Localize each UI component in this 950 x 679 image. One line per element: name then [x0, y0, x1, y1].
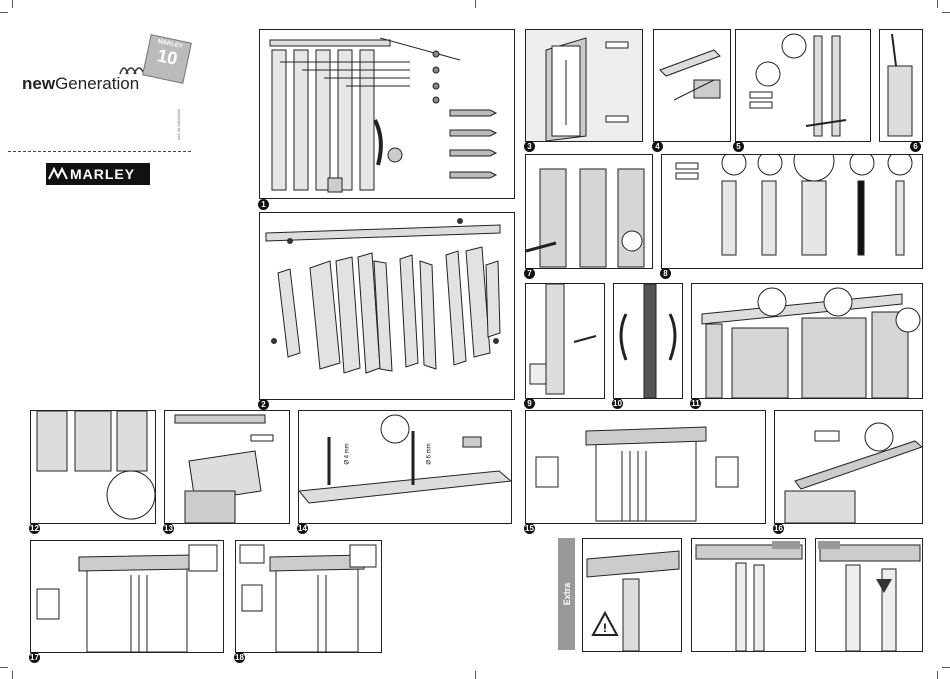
step-number: 17 — [29, 652, 40, 663]
extra-panel-mount — [815, 538, 923, 652]
floor-profile-drawing — [526, 284, 604, 398]
panel-step-14: Ø 4 mm Ø 6 mm — [298, 410, 512, 524]
article-code: ### ## ######## — [176, 109, 181, 140]
step-number: 15 — [524, 523, 535, 534]
hang-panels-drawing — [692, 284, 922, 398]
panel-step-9 — [525, 283, 605, 399]
anniversary-badge: MARLEY 10 — [142, 34, 192, 84]
crop-mark — [12, 671, 13, 679]
panel-step-7 — [525, 154, 653, 269]
crop-mark — [475, 671, 476, 679]
step-number: 2 — [258, 399, 269, 410]
drill-size-b: Ø 6 mm — [427, 443, 433, 464]
step-number: 1 — [258, 199, 269, 210]
step-number: 9 — [524, 398, 535, 409]
frame-install-right-drawing — [236, 541, 381, 652]
svg-text:!: ! — [603, 621, 607, 635]
rail-cut-drawing — [654, 30, 730, 141]
drill-holes-drawing — [299, 411, 511, 523]
cut-line — [8, 151, 191, 152]
panel-step-2 — [259, 212, 515, 400]
crop-mark — [937, 671, 938, 679]
panel-step-1 — [259, 29, 515, 199]
panel-step-6 — [879, 29, 923, 142]
step-number: 4 — [652, 141, 663, 152]
width-adjust-drawing — [662, 155, 922, 268]
profile-cut-drawing — [736, 30, 870, 141]
panel-step-18 — [235, 540, 382, 653]
extra-side-label: Extra — [558, 538, 575, 650]
rail-insert-drawing — [775, 411, 922, 523]
step-number: 10 — [612, 398, 623, 409]
rail-assembly-drawing — [165, 411, 289, 523]
crop-mark — [0, 12, 8, 13]
step-number: 13 — [163, 523, 174, 534]
panel-step-15 — [525, 410, 766, 524]
crop-mark — [0, 667, 8, 668]
crop-mark — [12, 0, 13, 8]
step-number: 18 — [234, 652, 245, 663]
panel-handle-drawing — [526, 155, 652, 268]
marley-logo: MARLEY — [46, 163, 150, 185]
step-number: 12 — [29, 523, 40, 534]
brand-new: new — [22, 74, 55, 93]
panel-step-12 — [30, 410, 156, 524]
marley-emblem-icon — [46, 163, 70, 185]
panel-step-3 — [525, 29, 643, 142]
frame-install-left-drawing — [31, 541, 223, 652]
ceiling-spacing-drawing — [692, 539, 805, 651]
panel-step-4 — [653, 29, 731, 142]
step-number: 8 — [660, 268, 671, 279]
step-number: 16 — [773, 523, 784, 534]
step-number: 3 — [524, 141, 535, 152]
panel-step-5 — [735, 29, 871, 142]
extra-panel-spacing — [691, 538, 806, 652]
crop-mark — [942, 12, 950, 13]
frame-mount-drawing — [526, 411, 765, 523]
step-number: 6 — [910, 141, 921, 152]
parts-overview-drawing — [260, 30, 514, 198]
panel-step-16 — [774, 410, 923, 524]
ceiling-rail-warning-drawing: ! — [583, 539, 681, 651]
crop-mark — [475, 0, 476, 8]
brand-generation: Generation — [55, 74, 139, 93]
panel-step-11 — [691, 283, 923, 399]
extra-label-text: Extra — [562, 583, 572, 606]
panel-step-17 — [30, 540, 224, 653]
drill-size-a: Ø 4 mm — [345, 443, 351, 464]
panel-step-10 — [613, 283, 683, 399]
assembly-exploded-drawing — [260, 213, 514, 399]
crop-mark — [942, 667, 950, 668]
step-number: 5 — [733, 141, 744, 152]
extra-panel-warning: ! — [582, 538, 682, 652]
brand-logo: newGeneration — [22, 74, 139, 94]
step-number: 11 — [690, 398, 701, 409]
ceiling-mount-drawing — [816, 539, 922, 651]
panel-connect-drawing — [31, 411, 155, 523]
crop-mark — [937, 0, 938, 8]
step-number: 7 — [524, 268, 535, 279]
handle-mount-drawing — [614, 284, 682, 398]
panel-step-8 — [661, 154, 923, 269]
step-number: 14 — [297, 523, 308, 534]
door-frame-measure-drawing — [526, 30, 642, 141]
screw-profile-drawing — [880, 30, 922, 141]
panel-step-13 — [164, 410, 290, 524]
company-name: MARLEY — [70, 166, 135, 182]
